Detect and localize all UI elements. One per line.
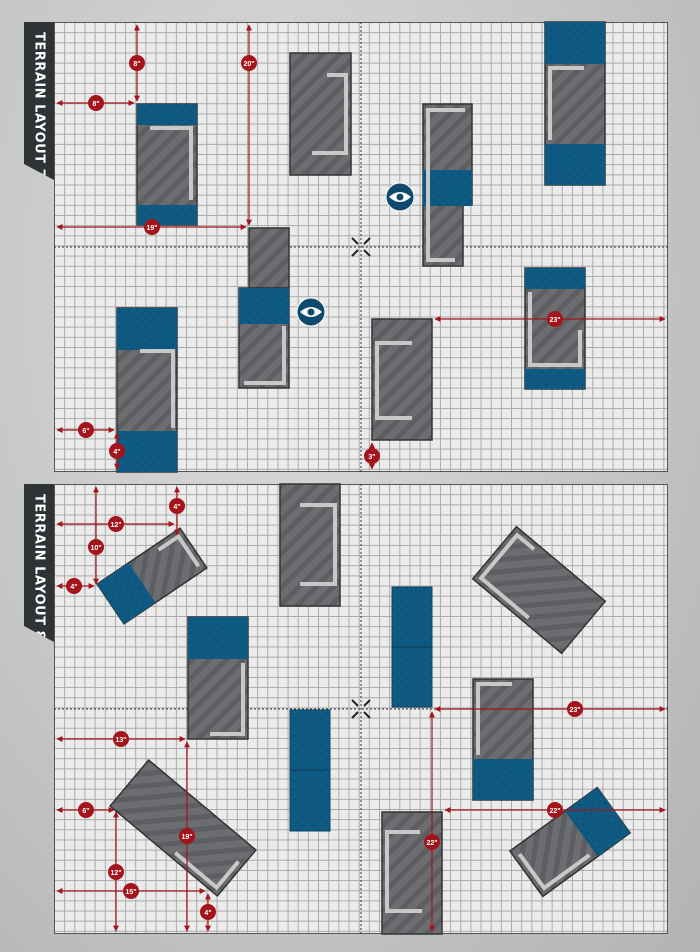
ruin-footprint bbox=[471, 525, 607, 655]
ruin-footprint bbox=[524, 267, 586, 390]
measure-badge: 23" bbox=[567, 701, 583, 717]
measure-badge: 4" bbox=[109, 443, 125, 459]
eye-icon bbox=[385, 182, 415, 212]
measure-badge: 13" bbox=[113, 731, 129, 747]
measure-badge: 8" bbox=[129, 55, 145, 71]
svg-text:12": 12" bbox=[110, 870, 121, 877]
ruin-footprint bbox=[187, 616, 249, 740]
svg-text:22": 22" bbox=[549, 808, 560, 815]
measure-badge: 3" bbox=[364, 448, 380, 464]
svg-text:19": 19" bbox=[146, 225, 157, 232]
ruin-footprint bbox=[136, 103, 198, 226]
ruin-footprint bbox=[116, 307, 178, 473]
ruin-footprint bbox=[472, 678, 534, 801]
measure-badge: 8" bbox=[88, 95, 104, 111]
measure-badge: 12" bbox=[108, 864, 124, 880]
svg-text:13": 13" bbox=[115, 737, 126, 744]
ruin-footprint bbox=[371, 318, 433, 441]
svg-text:23": 23" bbox=[569, 707, 580, 714]
ruin-footprint bbox=[279, 483, 341, 607]
measure-badge: 15" bbox=[123, 883, 139, 899]
svg-text:12": 12" bbox=[110, 522, 121, 529]
objective-block bbox=[391, 586, 433, 708]
svg-text:15": 15" bbox=[125, 889, 136, 896]
layout-8-title: TERRAIN LAYOUT 8 bbox=[31, 494, 47, 641]
svg-text:10": 10" bbox=[90, 545, 101, 552]
svg-text:19": 19" bbox=[181, 834, 192, 841]
measure-badge: 22" bbox=[424, 834, 440, 850]
layout-8-title-tab: TERRAIN LAYOUT 8 bbox=[24, 484, 54, 642]
ruin-footprint bbox=[96, 527, 208, 625]
ruin-footprint bbox=[289, 52, 352, 176]
measure-badge: 19" bbox=[144, 219, 160, 235]
measure-badge: 4" bbox=[200, 904, 216, 920]
center-marker-icon bbox=[351, 237, 371, 257]
measure-badge: 19" bbox=[179, 828, 195, 844]
layout-7-title-tab: TERRAIN LAYOUT 7 bbox=[24, 22, 54, 180]
ruin-footprint bbox=[381, 811, 443, 935]
center-marker-icon bbox=[351, 699, 371, 719]
measure-badge: 6" bbox=[78, 802, 94, 818]
measure-badge: 12" bbox=[108, 516, 124, 532]
svg-text:23": 23" bbox=[549, 317, 560, 324]
svg-text:8": 8" bbox=[92, 101, 99, 108]
measure-badge: 4" bbox=[169, 498, 185, 514]
eye-icon bbox=[296, 297, 326, 327]
svg-text:4": 4" bbox=[113, 449, 120, 456]
layout-7-title: TERRAIN LAYOUT 7 bbox=[31, 32, 47, 179]
svg-text:4": 4" bbox=[70, 584, 77, 591]
objective-block bbox=[289, 709, 331, 832]
measure-badge: 6" bbox=[78, 422, 94, 438]
svg-text:4": 4" bbox=[204, 910, 211, 917]
ruin-footprint bbox=[238, 227, 290, 389]
measure-badge: 23" bbox=[547, 311, 563, 327]
svg-text:22": 22" bbox=[426, 840, 437, 847]
ruin-footprint bbox=[422, 103, 473, 267]
ruin-footprint bbox=[508, 786, 632, 898]
ruin-footprint bbox=[544, 21, 606, 186]
svg-text:6": 6" bbox=[82, 808, 89, 815]
svg-text:20": 20" bbox=[243, 61, 254, 68]
svg-text:8": 8" bbox=[133, 61, 140, 68]
svg-text:3": 3" bbox=[368, 454, 375, 461]
measure-badge: 10" bbox=[88, 539, 104, 555]
measure-badge: 20" bbox=[241, 55, 257, 71]
svg-text:4": 4" bbox=[173, 504, 180, 511]
svg-text:6": 6" bbox=[82, 428, 89, 435]
ruin-footprint bbox=[109, 758, 257, 898]
measure-badge: 4" bbox=[66, 578, 82, 594]
measure-badge: 22" bbox=[547, 802, 563, 818]
